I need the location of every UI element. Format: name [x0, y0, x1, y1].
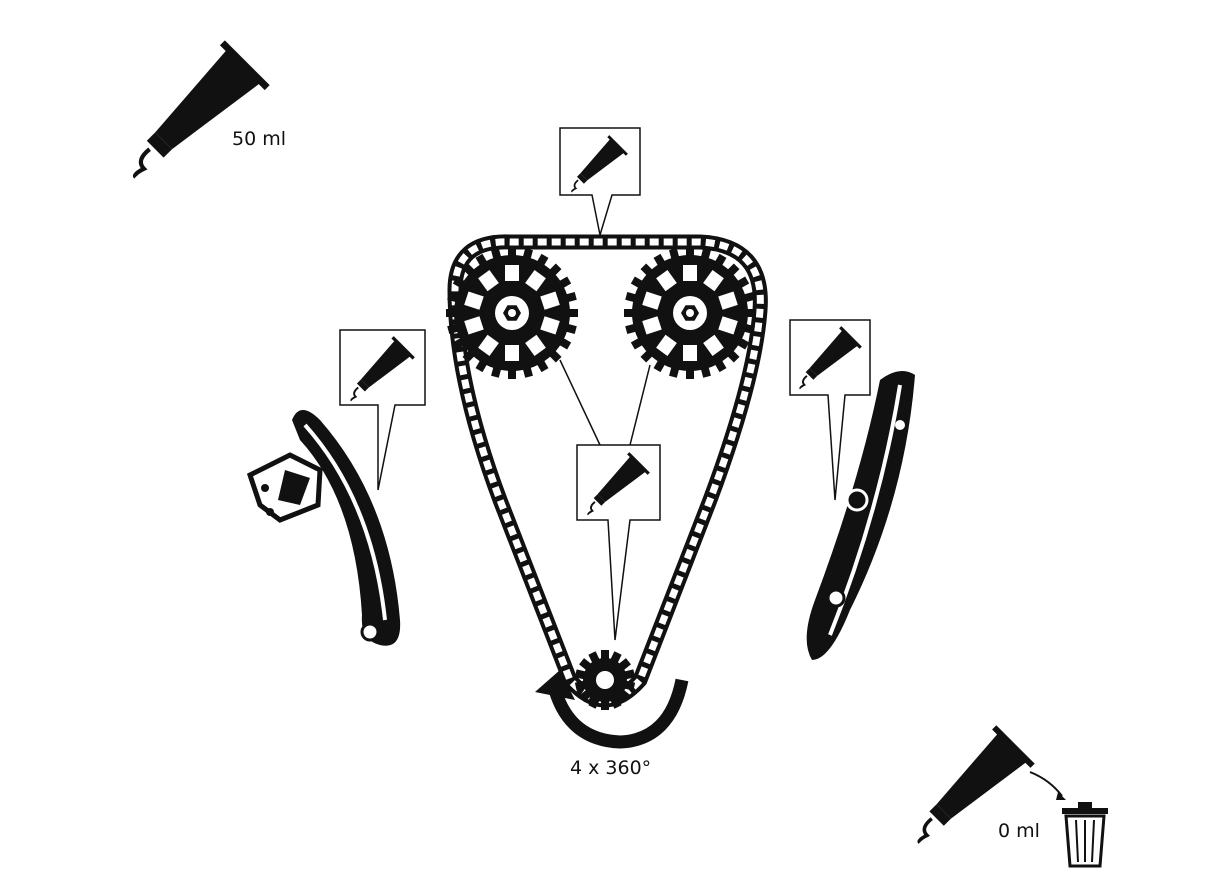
- callout-right: [789, 319, 871, 501]
- end-amount-label: 0 ml: [998, 820, 1040, 842]
- grease-tube-icon: [135, 43, 267, 177]
- callout-top: [559, 127, 641, 236]
- trash-can-icon: [1062, 802, 1108, 868]
- callout-left: [339, 329, 426, 491]
- chain-tensioner: [246, 452, 323, 523]
- chain-guide-right: [806, 371, 915, 660]
- rotation-arrow-icon: [535, 670, 689, 749]
- sprocket-right: [624, 247, 756, 379]
- rotation-label: 4 x 360°: [570, 757, 652, 779]
- chain-guide-left: [292, 410, 401, 646]
- callout-middle: [559, 359, 661, 641]
- crank-sprocket: [574, 650, 636, 710]
- timing-chain: [447, 234, 768, 708]
- sprocket-left: [446, 247, 578, 379]
- start-amount-label: 50 ml: [232, 128, 287, 150]
